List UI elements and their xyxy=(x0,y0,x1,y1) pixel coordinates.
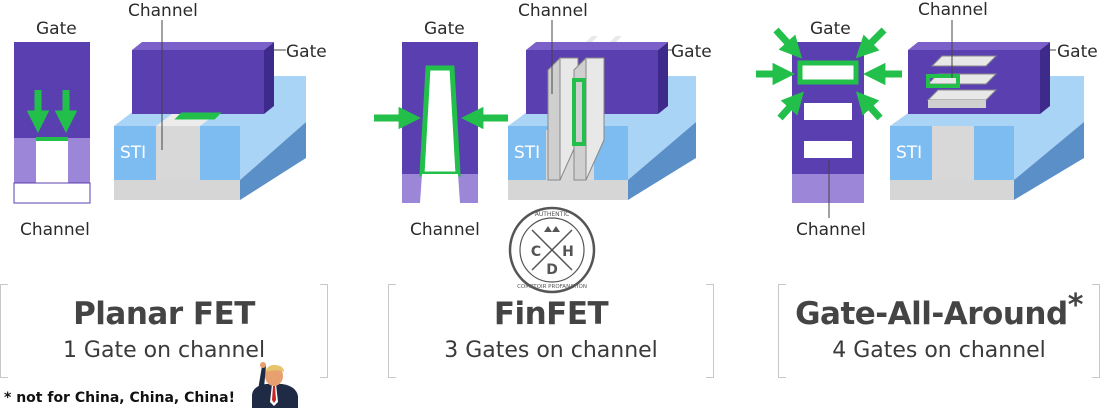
stamp-letter-right: H xyxy=(562,244,574,260)
planar-channel-label-top: Channel xyxy=(128,1,198,21)
footnote: * not for China, China, China! xyxy=(4,390,235,406)
finfet-channel-label-top: Channel xyxy=(518,1,588,21)
finfet-sti-label: STI xyxy=(514,143,540,163)
finfet-cross-section xyxy=(374,42,508,203)
stamp-top-text: AUTHENTIC xyxy=(535,211,570,218)
arrow-icon xyxy=(855,27,887,59)
finfet-channel-label-bottom: Channel xyxy=(410,220,480,240)
finfet-card: FinFET 3 Gates on channel xyxy=(388,284,714,378)
planar-gate-label-left: Gate xyxy=(36,19,77,39)
finfet-gate-label-left: Gate xyxy=(424,19,465,39)
bracket-right xyxy=(320,284,328,378)
gaa-gate-label-left: Gate xyxy=(810,19,851,39)
bracket-right xyxy=(706,284,714,378)
bracket-left xyxy=(0,284,8,378)
finfet-subtitle: 3 Gates on channel xyxy=(444,338,658,363)
planar-fet-title: Planar FET xyxy=(73,296,255,332)
planar-channel-label-bottom: Channel xyxy=(20,220,90,240)
stamp-bottom-text: COMPTOIR PROFANATION xyxy=(517,284,587,290)
bracket-right xyxy=(1092,284,1100,378)
finfet-title: FinFET xyxy=(493,296,609,332)
planar-fet-subtitle: 1 Gate on channel xyxy=(62,338,266,363)
planar-gate-label-right: Gate xyxy=(286,42,327,62)
gaa-cross-section xyxy=(756,27,902,203)
planar-sti-label: STI xyxy=(120,143,146,163)
stamp-letter-bottom: D xyxy=(546,262,558,278)
arrow-icon xyxy=(773,27,803,59)
gate-all-around-card: Gate-All-Around* 4 Gates on channel xyxy=(778,284,1100,378)
gaa-3d-structure xyxy=(890,42,1084,200)
arrow-icon xyxy=(856,91,883,121)
title-asterisk: * xyxy=(1067,288,1084,323)
finfet-gate-label-right: Gate xyxy=(671,42,712,62)
planar-3d-structure xyxy=(114,42,306,200)
bracket-left xyxy=(778,284,786,378)
gaa-channel-label-top: Channel xyxy=(918,0,988,20)
person-figure xyxy=(252,362,298,408)
stamp-logo: C H D AUTHENTIC COMPTOIR PROFANATION xyxy=(508,206,596,294)
gate-all-around-subtitle: 4 Gates on channel xyxy=(832,338,1046,363)
gaa-channel-label-bottom: Channel xyxy=(796,220,866,240)
finfet-3d-structure xyxy=(508,36,696,200)
stamp-letter-left: C xyxy=(531,244,541,260)
planar-cross-section xyxy=(13,42,91,204)
arrow-icon xyxy=(777,91,804,121)
gate-all-around-title-row: Gate-All-Around* xyxy=(778,288,1100,332)
gate-all-around-title: Gate-All-Around xyxy=(795,296,1068,332)
bracket-left xyxy=(388,284,396,378)
gaa-sti-label: STI xyxy=(896,143,922,163)
gaa-gate-label-right: Gate xyxy=(1057,42,1098,62)
planar-fet-card: Planar FET 1 Gate on channel xyxy=(0,284,328,378)
